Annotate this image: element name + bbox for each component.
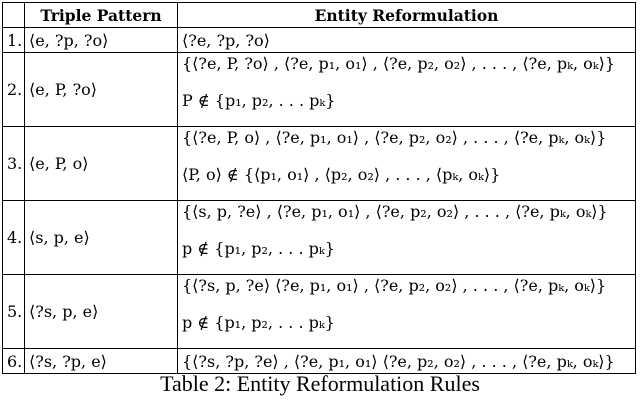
- table-row: 5. ⟨?s, p, e⟩ {⟨?s, p, ?e⟩ ⟨?e, p₁, o₁⟩ …: [2, 274, 636, 349]
- entity-reformulation: {⟨s, p, ?e⟩ , ⟨?e, p₁, o₁⟩ , ⟨?e, p₂, o₂…: [177, 200, 636, 275]
- reformulation-line: {⟨s, p, ?e⟩ , ⟨?e, p₁, o₁⟩ , ⟨?e, p₂, o₂…: [182, 202, 608, 221]
- triple-pattern: ⟨?s, ?p, e⟩: [24, 348, 178, 374]
- header-num: [2, 2, 25, 28]
- reformulation-condition: p ∉ {p₁, p₂, . . . pₖ}: [182, 239, 335, 258]
- row-number: 6.: [2, 348, 25, 374]
- entity-reformulation: ⟨?e, ?p, ?o⟩: [177, 27, 636, 53]
- entity-reformulation: {⟨?s, ?p, ?e⟩ , ⟨?e, p₁, o₁⟩ ⟨?e, p₂, o₂…: [177, 348, 636, 374]
- table-row: 3. ⟨e, P, o⟩ {⟨?e, P, o⟩ , ⟨?e, p₁, o₁⟩ …: [2, 126, 636, 201]
- reformulation-line: ⟨?e, ?p, ?o⟩: [182, 30, 270, 50]
- triple-pattern: ⟨s, p, e⟩: [24, 200, 178, 275]
- table-caption: Table 2: Entity Reformulation Rules: [160, 371, 480, 396]
- reformulation-table: Triple Pattern Entity Reformulation 1. ⟨…: [2, 2, 636, 374]
- entity-reformulation: {⟨?s, p, ?e⟩ ⟨?e, p₁, o₁⟩ , ⟨?e, p₂, o₂⟩…: [177, 274, 636, 349]
- table-row: 1. ⟨e, ?p, ?o⟩ ⟨?e, ?p, ?o⟩: [2, 27, 636, 53]
- row-number: 3.: [2, 126, 25, 201]
- reformulation-line: {⟨?s, p, ?e⟩ ⟨?e, p₁, o₁⟩ , ⟨?e, p₂, o₂⟩…: [182, 276, 607, 295]
- entity-reformulation: {⟨?e, P, ?o⟩ , ⟨?e, p₁, o₁⟩ , ⟨?e, p₂, o…: [177, 52, 636, 127]
- row-number: 4.: [2, 200, 25, 275]
- header-triple-pattern: Triple Pattern: [24, 2, 178, 28]
- row-number: 5.: [2, 274, 25, 349]
- reformulation-condition: ⟨P, o⟩ ∉ {⟨p₁, o₁⟩ , ⟨p₂, o₂⟩ , . . . , …: [182, 165, 501, 184]
- reformulation-condition: p ∉ {p₁, p₂, . . . pₖ}: [182, 313, 335, 332]
- reformulation-condition: P ∉ {p₁, p₂, . . . pₖ}: [182, 91, 336, 110]
- reformulation-line: {⟨?e, P, ?o⟩ , ⟨?e, p₁, o₁⟩ , ⟨?e, p₂, o…: [182, 54, 616, 73]
- table-row: 4. ⟨s, p, e⟩ {⟨s, p, ?e⟩ , ⟨?e, p₁, o₁⟩ …: [2, 200, 636, 275]
- triple-pattern: ⟨?s, p, e⟩: [24, 274, 178, 349]
- row-number: 1.: [2, 27, 25, 53]
- reformulation-line: {⟨?e, P, o⟩ , ⟨?e, p₁, o₁⟩ , ⟨?e, p₂, o₂…: [182, 128, 607, 147]
- table-row: 6. ⟨?s, ?p, e⟩ {⟨?s, ?p, ?e⟩ , ⟨?e, p₁, …: [2, 348, 636, 374]
- entity-reformulation: {⟨?e, P, o⟩ , ⟨?e, p₁, o₁⟩ , ⟨?e, p₂, o₂…: [177, 126, 636, 201]
- table-row: 2. ⟨e, P, ?o⟩ {⟨?e, P, ?o⟩ , ⟨?e, p₁, o₁…: [2, 52, 636, 127]
- triple-pattern: ⟨e, ?p, ?o⟩: [24, 27, 178, 53]
- header-entity-reformulation: Entity Reformulation: [177, 2, 636, 28]
- triple-pattern: ⟨e, P, ?o⟩: [24, 52, 178, 127]
- triple-pattern: ⟨e, P, o⟩: [24, 126, 178, 201]
- row-number: 2.: [2, 52, 25, 127]
- reformulation-line: {⟨?s, ?p, ?e⟩ , ⟨?e, p₁, o₁⟩ ⟨?e, p₂, o₂…: [182, 351, 615, 371]
- header-row: Triple Pattern Entity Reformulation: [2, 2, 636, 28]
